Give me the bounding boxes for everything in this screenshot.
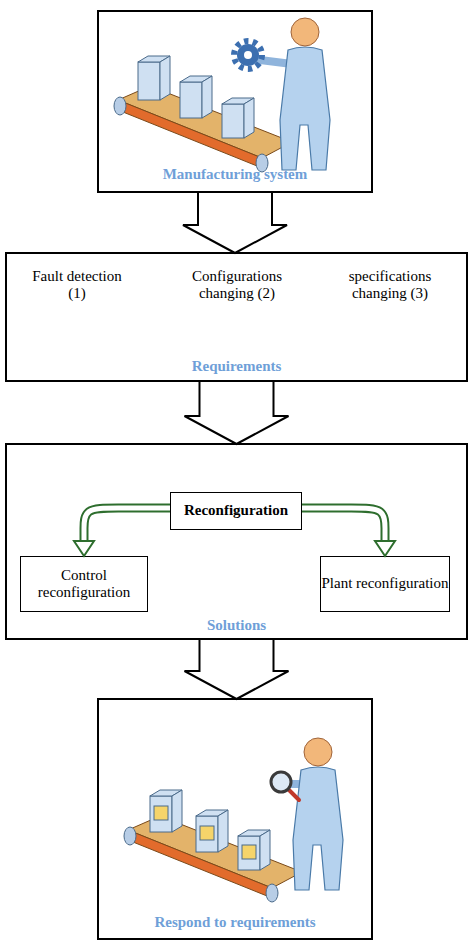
product-boxes	[138, 56, 254, 138]
process-box: Plant reconfiguration	[320, 556, 450, 612]
box-label: Reconfiguration	[184, 502, 288, 519]
block-arrow	[185, 639, 289, 699]
solutions-frame: Solutions ReconfigurationControl reconfig…	[5, 443, 468, 640]
worker-figure	[289, 738, 343, 890]
block-arrow-shape	[185, 381, 289, 444]
conveyor-roller	[266, 884, 278, 902]
block-arrow	[183, 192, 287, 253]
node-text: Fault detection (1)	[25, 268, 129, 303]
conveyor-roller	[114, 97, 126, 115]
node-text: specifications changing (3)	[349, 268, 431, 303]
response-frame: Respond to requirements	[97, 698, 373, 940]
block-arrow-shape	[185, 639, 289, 699]
arrow-head	[375, 541, 395, 556]
node-text: Requirements	[7, 358, 466, 375]
gear-symbol	[234, 41, 262, 69]
process-box: Reconfiguration	[170, 492, 302, 530]
box-label: Plant reconfiguration	[321, 575, 448, 592]
manufacturing-illustration	[114, 18, 330, 172]
curved-arrow	[302, 508, 395, 556]
block-arrow	[185, 381, 289, 444]
node-text: Manufacturing system	[99, 166, 371, 183]
box-label: Control reconfiguration	[21, 567, 147, 602]
inspection-illustration	[124, 738, 343, 902]
conveyor-roller	[124, 827, 136, 845]
worker-figure	[260, 18, 330, 170]
node-text: Configurations changing (2)	[192, 268, 282, 303]
arrow-fill	[302, 508, 385, 541]
curved-arrow	[74, 508, 170, 556]
arrow-outline	[84, 508, 170, 541]
arrow-head	[74, 541, 94, 556]
process-box: Control reconfiguration	[20, 556, 148, 612]
requirements-frame: Fault detection (1) Configurations changi…	[5, 252, 468, 382]
node-text: Respond to requirements	[99, 914, 371, 931]
node-text: Solutions	[7, 617, 466, 634]
block-arrow-shape	[183, 192, 287, 253]
arrow-outline	[302, 508, 385, 541]
system-frame: Manufacturing system	[97, 10, 373, 193]
arrow-fill	[84, 508, 170, 541]
product-boxes	[150, 790, 270, 870]
magnifier-symbol	[271, 772, 299, 800]
